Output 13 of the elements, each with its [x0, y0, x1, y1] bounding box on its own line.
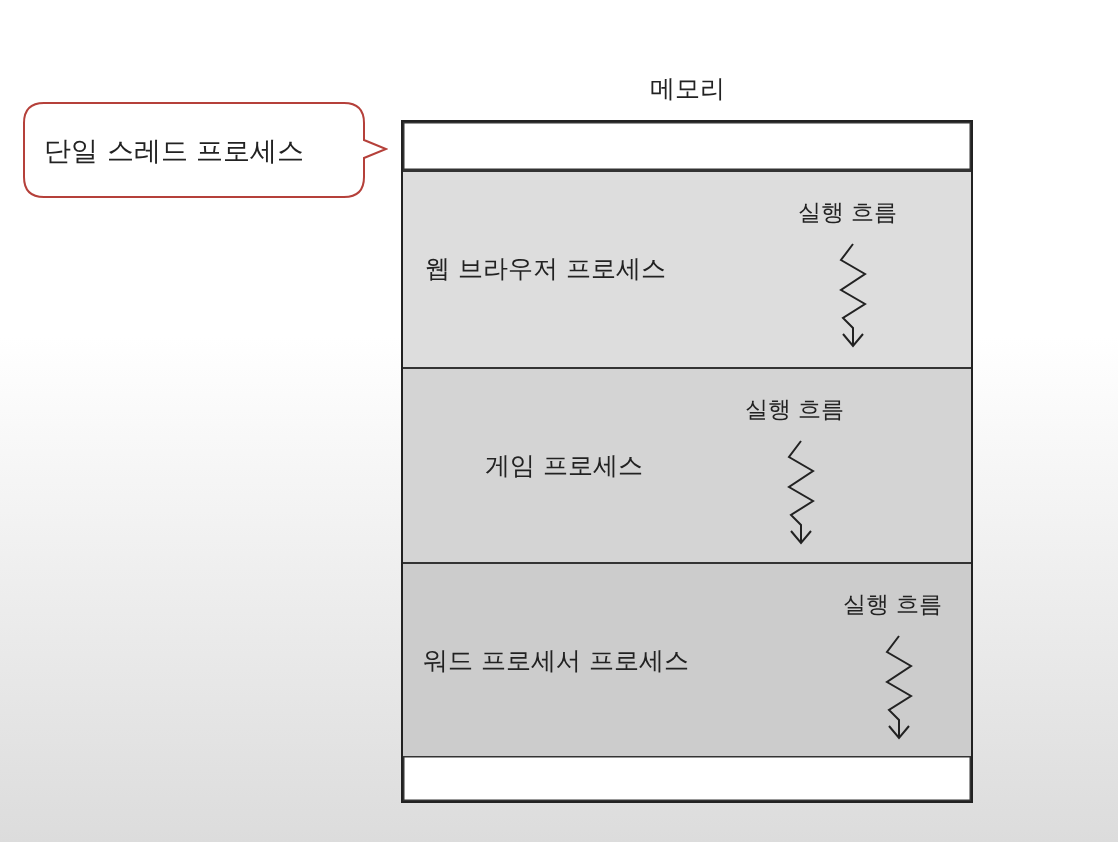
process-band	[403, 170, 971, 367]
empty-band	[403, 122, 971, 170]
process-band	[403, 367, 971, 562]
process-name: 웹 브라우저 프로세스	[425, 253, 666, 285]
process-name: 게임 프로세스	[485, 450, 643, 482]
callout-text: 단일 스레드 프로세스	[44, 134, 305, 168]
flow-label: 실행 흐름	[843, 590, 943, 619]
flow-label: 실행 흐름	[798, 198, 898, 227]
process-band	[403, 562, 971, 756]
memory-heading: 메모리	[649, 73, 725, 105]
empty-band	[403, 756, 971, 801]
flow-label: 실행 흐름	[745, 395, 845, 424]
process-name: 워드 프로세서 프로세스	[423, 645, 689, 677]
